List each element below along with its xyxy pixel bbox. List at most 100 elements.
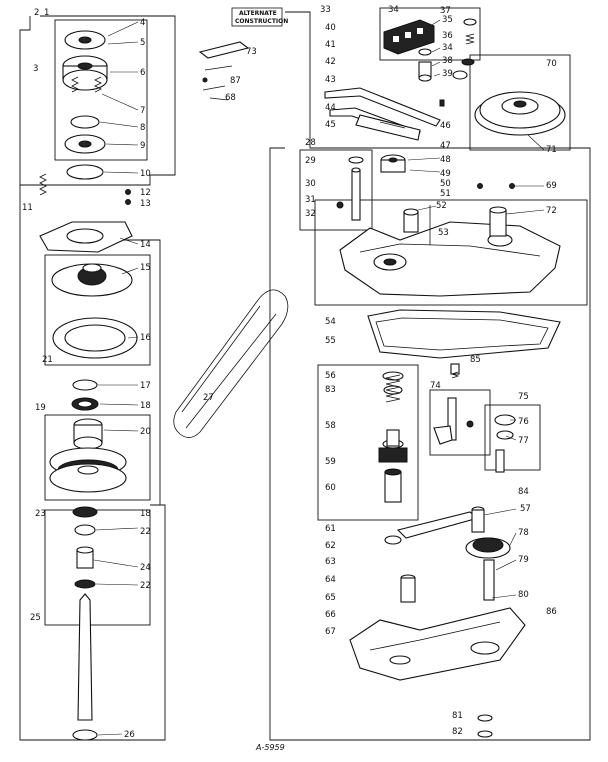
callout: 85: [470, 355, 481, 365]
callout: 42: [325, 57, 336, 67]
callout: 31: [305, 195, 316, 205]
alternate-construction-parts: [198, 41, 250, 101]
callout: 58: [325, 421, 336, 431]
callout: 56: [325, 371, 336, 381]
callout: 60: [325, 483, 336, 493]
caption-line-2: CONSTRUCTION: [235, 18, 288, 25]
callout: 1: [44, 8, 49, 18]
callout: 53: [438, 228, 449, 238]
callout: 30: [305, 179, 316, 189]
callout: 54: [325, 317, 336, 327]
boundary-frames: [19, 7, 591, 741]
callout: 15: [140, 263, 151, 273]
callout: 22: [140, 527, 151, 537]
callout: 33: [320, 5, 331, 15]
callout: 79: [518, 555, 529, 565]
callout: 64: [325, 575, 336, 585]
callout: 87: [230, 76, 241, 86]
callout: 52: [436, 201, 447, 211]
callout: 78: [518, 528, 529, 538]
callout: 27: [203, 393, 214, 403]
callout: 47: [440, 141, 451, 151]
callout: 59: [325, 457, 336, 467]
callout: 3: [33, 64, 38, 74]
callout: 25: [30, 613, 41, 623]
callout: 68: [225, 93, 236, 103]
callout: 51: [440, 189, 451, 199]
shaft-gear-assembly: [378, 371, 408, 503]
callout: 18: [140, 401, 151, 411]
callout: 5: [140, 38, 145, 48]
callout: 28: [305, 138, 316, 148]
callout: 55: [325, 336, 336, 346]
cam-assembly: [336, 154, 406, 221]
callout: 45: [325, 120, 336, 130]
callouts: 2 1 3 4 5 6 7 8 9 10 11 12 13 14 15 16 1…: [22, 5, 557, 740]
callout: 13: [140, 199, 151, 209]
callout: 43: [325, 75, 336, 85]
callout: 50: [440, 179, 451, 189]
callout: 29: [305, 156, 316, 166]
callout: 69: [546, 181, 557, 191]
callout: 18: [140, 509, 151, 519]
callout: 24: [140, 563, 151, 573]
callout: 34: [442, 43, 453, 53]
callout: 20: [140, 427, 151, 437]
callout: 72: [546, 206, 557, 216]
callout: 66: [325, 610, 336, 620]
callout: 17: [140, 381, 151, 391]
callout: 2: [34, 8, 39, 18]
callout: 12: [140, 188, 151, 198]
callout: 16: [140, 333, 151, 343]
callout: 11: [22, 203, 33, 213]
shift-parts: [433, 363, 516, 473]
callout: 75: [518, 392, 529, 402]
callout: 80: [518, 590, 529, 600]
gear-case-assembly: [339, 183, 561, 297]
callout: 26: [124, 730, 135, 740]
callout: 62: [325, 541, 336, 551]
callout: 4: [140, 18, 145, 28]
callout: 40: [325, 23, 336, 33]
callout: 36: [442, 31, 453, 41]
callout: 37: [440, 6, 451, 16]
callout: 71: [546, 145, 557, 155]
callout: 41: [325, 40, 336, 50]
callout: 21: [42, 355, 53, 365]
callout: 65: [325, 593, 336, 603]
callout: 7: [140, 106, 145, 116]
callout: 83: [325, 385, 336, 395]
caption-line-1: ALTERNATE: [239, 10, 277, 17]
figure-id: A-5959: [255, 743, 285, 752]
alternate-construction-caption: ALTERNATE CONSTRUCTION: [231, 7, 288, 27]
right-upper-parts: [324, 18, 566, 141]
callout: 74: [430, 381, 441, 391]
callout: 76: [518, 417, 529, 427]
callout: 39: [442, 69, 453, 79]
callout: 35: [442, 15, 453, 25]
callout: 48: [440, 155, 451, 165]
callout: 44: [325, 103, 336, 113]
callout: 34: [388, 5, 399, 15]
callout: 8: [140, 123, 145, 133]
callout: 57: [520, 504, 531, 514]
transmission-housing: [349, 506, 526, 738]
callout: 6: [140, 68, 145, 78]
callout: 46: [440, 121, 451, 131]
callout: 14: [140, 240, 151, 250]
callout: 63: [325, 557, 336, 567]
callout: 22: [140, 581, 151, 591]
callout: 32: [305, 209, 316, 219]
drive-belt: [173, 289, 289, 438]
leader-lines: [93, 19, 545, 736]
callout: 84: [518, 487, 529, 497]
left-column-parts: [39, 30, 138, 741]
callout: 23: [35, 509, 46, 519]
callout: 10: [140, 169, 151, 179]
callout: 77: [518, 436, 529, 446]
callout: 70: [546, 59, 557, 69]
callout: 38: [442, 56, 453, 66]
callout: 82: [452, 727, 463, 737]
callout: 61: [325, 524, 336, 534]
